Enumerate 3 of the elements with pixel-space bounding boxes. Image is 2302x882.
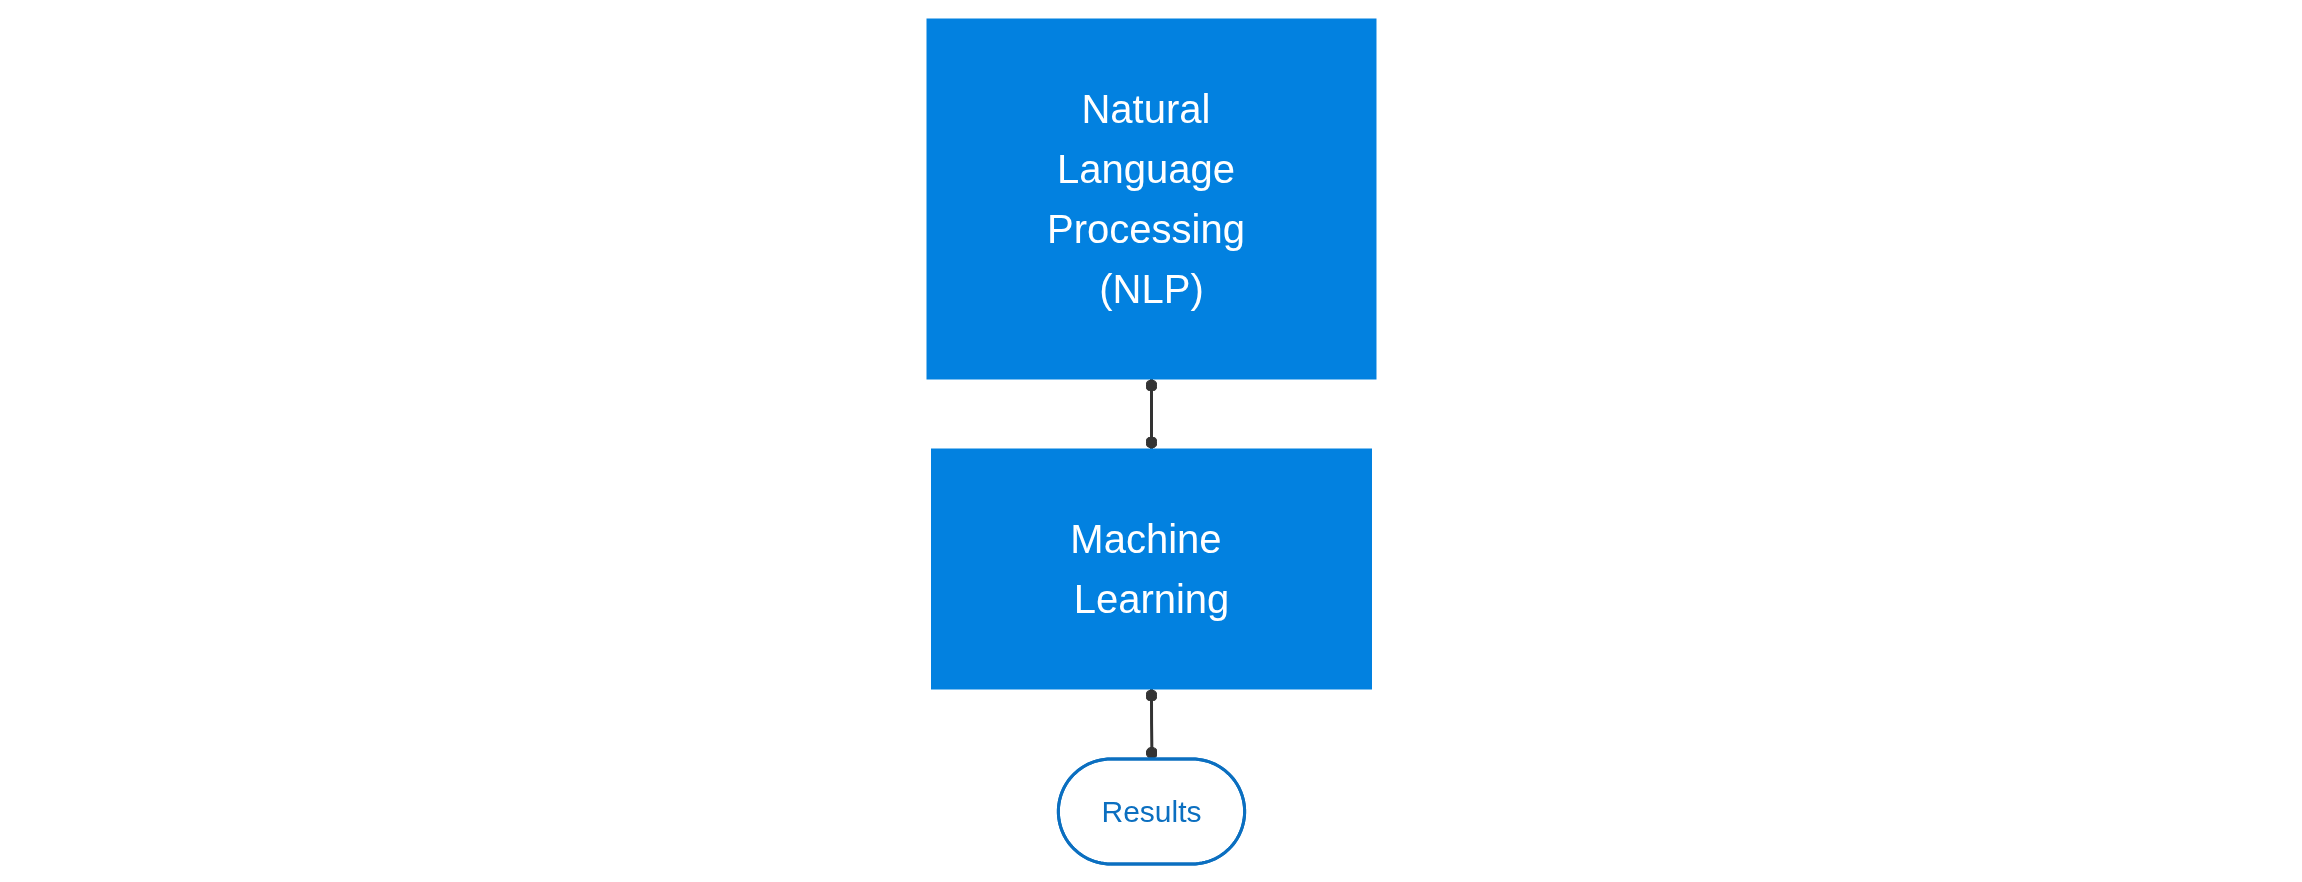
node-box: Machine Learning (930, 448, 1372, 689)
connector (1144, 378, 1158, 449)
node-box: Natural Language Processing (NLP) (926, 18, 1376, 379)
